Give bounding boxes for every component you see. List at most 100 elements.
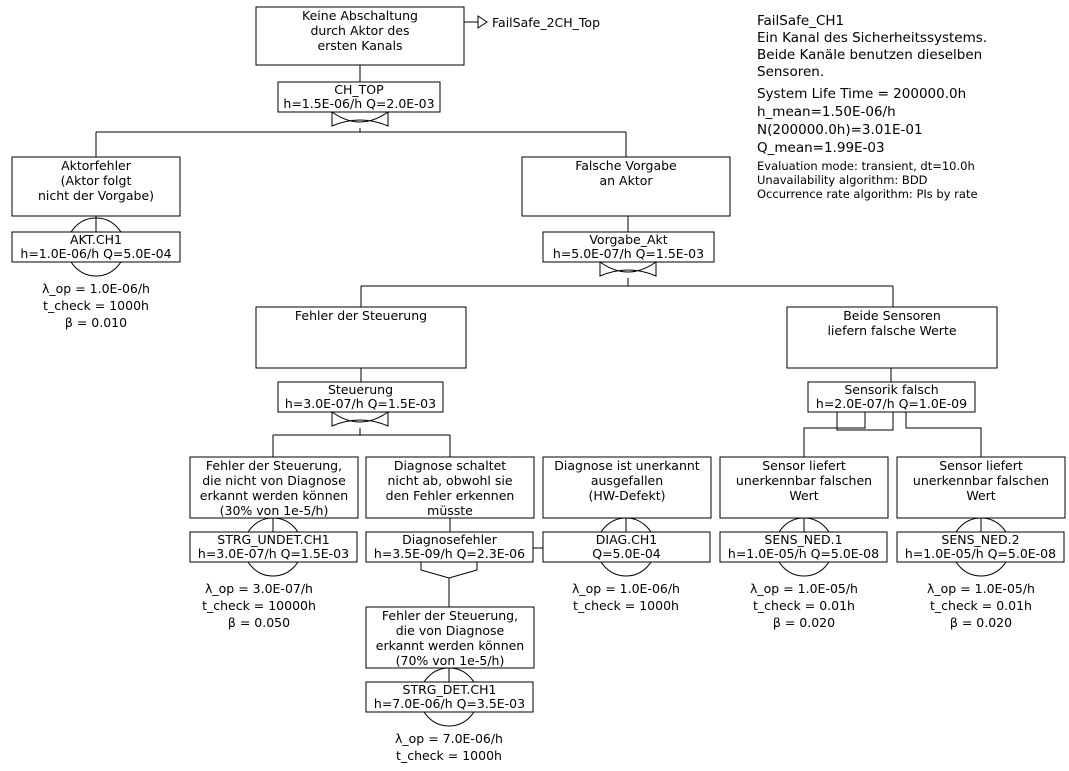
or-gate-icon — [331, 111, 389, 127]
event-description-text: Aktorfehler — [61, 158, 132, 173]
event-description-box[interactable] — [189, 456, 359, 519]
connector-line — [360, 368, 892, 382]
event-values: h=3.0E-07/h Q=1.5E-03 — [198, 546, 349, 561]
info-title: FailSafe_CH1 — [757, 13, 844, 29]
event-id-name: Vorgabe_Akt — [589, 232, 667, 247]
event-description-text: Wert — [966, 488, 995, 503]
event-description-box[interactable] — [255, 6, 465, 66]
event-description-box[interactable] — [896, 456, 1066, 519]
event-id-box[interactable] — [277, 81, 441, 113]
event-description-text: ersten Kanals — [317, 38, 402, 53]
event-boxes — [11, 6, 1066, 713]
event-description-text: Wert — [789, 488, 818, 503]
event-description-text: liefern falsche Werte — [827, 323, 956, 338]
event-description-text: Diagnose ist unerkannt — [554, 458, 699, 473]
event-description-text: durch Aktor des — [310, 23, 409, 38]
event-values: h=3.0E-07/h Q=1.5E-03 — [285, 396, 436, 411]
event-description-box[interactable] — [786, 306, 998, 369]
info-stat-line: h_mean=1.50E-06/h — [757, 104, 896, 120]
event-values: Q=5.0E-04 — [592, 546, 661, 561]
info-description-line: Beide Kanäle benutzen dieselben — [757, 47, 982, 63]
event-description-text: müsste — [427, 503, 473, 518]
event-description-box[interactable] — [521, 156, 731, 217]
event-description-text: Sensor liefert — [762, 458, 846, 473]
event-description-text: Sensor liefert — [939, 458, 1023, 473]
event-description-text: (30% von 1e-5/h) — [220, 503, 329, 518]
event-id-name: Steuerung — [328, 382, 393, 397]
connector-line — [803, 412, 982, 457]
transfer-triangle-icon — [477, 15, 488, 29]
event-id-box[interactable] — [189, 531, 358, 563]
event-description-box[interactable] — [365, 606, 535, 669]
event-id-box[interactable] — [542, 231, 715, 263]
event-id-box[interactable] — [365, 531, 534, 563]
event-parameter: t_check = 0.01h — [930, 598, 1032, 613]
event-id-name: STRG_UNDET.CH1 — [217, 532, 329, 547]
event-description-text: den Fehler erkennen — [386, 488, 515, 503]
info-description-line: Sensoren. — [757, 64, 824, 80]
info-stat-line: N(200000.0h)=3.01E-01 — [757, 122, 923, 138]
event-description-text: (Aktor folgt — [61, 173, 132, 188]
event-values: h=5.0E-07/h Q=1.5E-03 — [553, 246, 704, 261]
event-description-text: erkannt werden können — [200, 488, 348, 503]
event-id-box[interactable] — [807, 381, 976, 413]
event-id-box[interactable] — [542, 531, 711, 563]
or-gate-icon — [599, 261, 657, 277]
event-description-text: nicht ab, obwohl sie — [387, 473, 512, 488]
event-description-text: Fehler der Steuerung, — [382, 608, 518, 623]
or-gate-icon — [331, 411, 389, 427]
event-description-text: ausgefallen — [591, 473, 663, 488]
event-values: h=1.5E-06/h Q=2.0E-03 — [283, 96, 434, 111]
event-id-name: AKT.CH1 — [70, 232, 122, 247]
event-id-name: SENS_NED.1 — [764, 532, 842, 547]
event-id-name: Sensorik falsch — [844, 382, 938, 397]
event-parameter: t_check = 1000h — [396, 748, 502, 763]
event-description-text: erkannt werden können — [376, 638, 524, 653]
event-description-box[interactable] — [542, 456, 712, 519]
event-id-box[interactable] — [896, 531, 1065, 563]
event-description-text: unerkennbar falschen — [913, 473, 1049, 488]
connector-line — [272, 428, 451, 457]
event-id-box[interactable] — [11, 231, 181, 263]
info-stat-line: Q_mean=1.99E-03 — [757, 140, 885, 156]
event-parameter: t_check = 10000h — [202, 598, 316, 613]
event-parameter: λ_op = 1.0E-06/h — [572, 581, 680, 596]
event-description-text: Keine Abschaltung — [302, 8, 418, 23]
event-id-name: STRG_DET.CH1 — [403, 682, 497, 697]
event-parameter: β = 0.050 — [228, 615, 290, 630]
event-parameter: t_check = 0.01h — [753, 598, 855, 613]
event-description-text: Fehler der Steuerung, — [206, 458, 342, 473]
event-parameter: t_check = 1000h — [573, 598, 679, 613]
event-description-text: Fehler der Steuerung — [295, 308, 427, 323]
event-description-box[interactable] — [11, 156, 181, 217]
info-description-line: Ein Kanal des Sicherheitssystems. — [757, 30, 987, 46]
event-description-box[interactable] — [719, 456, 889, 519]
event-description-text: unerkennbar falschen — [736, 473, 872, 488]
event-description-box[interactable] — [365, 456, 535, 519]
event-parameter: β = 0.010 — [65, 315, 127, 330]
event-values: h=2.0E-07/h Q=1.0E-09 — [816, 396, 967, 411]
event-parameter: λ_op = 1.0E-05/h — [927, 581, 1035, 596]
event-parameter: t_check = 1000h — [43, 298, 149, 313]
event-id-name: DIAG.CH1 — [596, 532, 657, 547]
transfer-label: FailSafe_2CH_Top — [492, 15, 600, 30]
event-description-text: Diagnose schaltet — [394, 458, 506, 473]
transfer-symbol[interactable]: FailSafe_2CH_Top — [464, 15, 600, 30]
event-id-box[interactable] — [277, 381, 444, 413]
event-id-box[interactable] — [365, 681, 534, 713]
info-setting-line: Evaluation mode: transient, dt=10.0h — [757, 159, 975, 173]
event-id-name: Diagnosefehler — [402, 532, 498, 547]
event-description-text: die nicht von Diagnose — [202, 473, 346, 488]
event-values: h=1.0E-05/h Q=5.0E-08 — [905, 546, 1056, 561]
info-setting-line: Unavailability algorithm: BDD — [757, 173, 928, 187]
event-description-text: (70% von 1e-5/h) — [396, 653, 505, 668]
event-values: h=1.0E-06/h Q=5.0E-04 — [20, 246, 171, 261]
event-description-text: (HW-Defekt) — [588, 488, 665, 503]
event-id-box[interactable] — [719, 531, 888, 563]
event-description-box[interactable] — [255, 306, 467, 369]
event-parameter: λ_op = 1.0E-05/h — [750, 581, 858, 596]
event-values: h=7.0E-06/h Q=3.5E-03 — [374, 696, 525, 711]
event-values: h=3.5E-09/h Q=2.3E-06 — [374, 546, 525, 561]
